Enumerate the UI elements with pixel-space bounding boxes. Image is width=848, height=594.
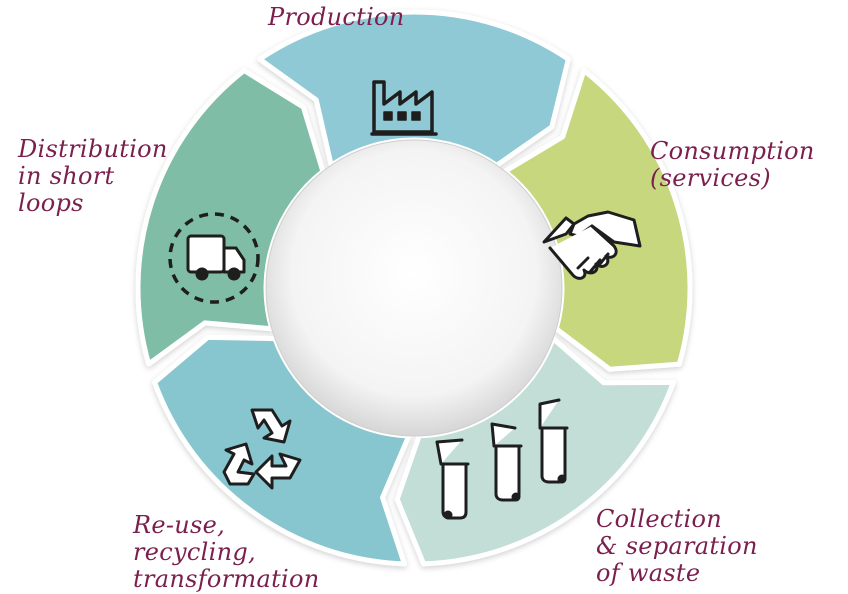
label-collection-line-3: of waste (596, 559, 701, 587)
label-production: Production (268, 4, 405, 31)
label-collection-line-1: Collection (596, 505, 723, 533)
label-consumption-line-1: Consumption (650, 137, 815, 165)
label-collection-line-2: & separation (596, 532, 758, 560)
handshake-icon (542, 210, 642, 280)
label-consumption: Consumption (services) (650, 138, 815, 192)
center-hole-edge (265, 139, 563, 437)
label-collection: Collection & separation of waste (596, 506, 758, 587)
label-reuse-line-3: transformation (133, 565, 320, 593)
label-reuse: Re-use, recycling, transformation (133, 512, 320, 593)
center-hole (266, 140, 562, 436)
delivery-truck-icon (168, 212, 260, 304)
label-distribution-line-1: Distribution (18, 135, 168, 163)
label-reuse-line-2: recycling, (133, 538, 256, 566)
factory-icon (370, 80, 438, 136)
label-distribution: Distribution in short loops (18, 136, 168, 217)
label-distribution-line-3: loops (18, 189, 84, 217)
label-production-line-1: Production (268, 3, 405, 31)
label-reuse-line-1: Re-use, (133, 511, 226, 539)
label-distribution-line-2: in short (18, 162, 115, 190)
label-consumption-line-2: (services) (650, 164, 771, 192)
recycle-icon (222, 408, 302, 490)
trash-bins-icon (435, 398, 569, 520)
